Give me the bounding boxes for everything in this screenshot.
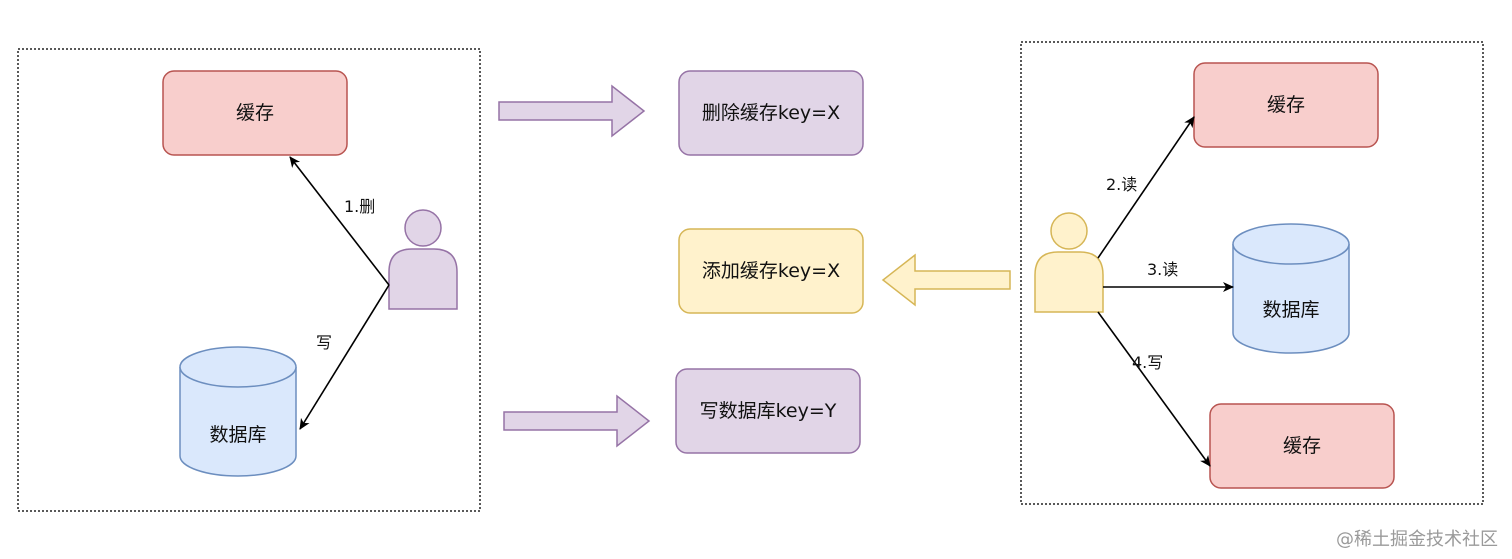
right-actor-icon [1034, 212, 1104, 313]
right-cache-top-box[interactable]: 缓存 [1193, 62, 1379, 148]
right-cache-top-label: 缓存 [1267, 94, 1305, 116]
right-flow-arrow-2 [503, 394, 651, 448]
left-edge-write-label: 写 [316, 333, 332, 352]
watermark: @稀土掘金技术社区 [1336, 529, 1498, 550]
step-delete-cache: 删除缓存key=X [498, 70, 864, 156]
right-panel: 缓存 数据库 缓存 2.读 3.读 4.写 [1020, 41, 1484, 505]
left-flow-arrow [881, 253, 1011, 307]
right-database[interactable]: 数据库 [1232, 223, 1350, 354]
right-cache-bottom-box[interactable]: 缓存 [1209, 403, 1395, 489]
right-arrow-read-cache [1097, 116, 1195, 259]
right-edge-write-cache-label: 4.写 [1132, 353, 1163, 372]
left-cache-label: 缓存 [236, 102, 274, 124]
right-edge-read-cache-label: 2.读 [1106, 175, 1137, 194]
right-cache-bottom-label: 缓存 [1283, 435, 1321, 457]
right-db-label: 数据库 [1262, 299, 1319, 321]
left-actor-icon [388, 209, 458, 310]
step-add-cache: 添加缓存key=X [678, 228, 1011, 314]
add-cache-box[interactable]: 添加缓存key=X [678, 228, 864, 314]
left-edge-delete-label: 1.删 [344, 197, 375, 216]
right-edge-read-db-label: 3.读 [1147, 260, 1178, 279]
left-arrow-delete [289, 156, 390, 286]
right-arrow-write-cache [1097, 311, 1211, 467]
step-write-db: 写数据库key=Y [503, 368, 861, 454]
left-panel: 缓存 数据库 1.删 写 [17, 48, 481, 512]
write-db-box[interactable]: 写数据库key=Y [675, 368, 861, 454]
right-flow-arrow-1 [498, 84, 646, 138]
left-database[interactable]: 数据库 [179, 346, 297, 477]
delete-cache-label: 删除缓存key=X [702, 102, 840, 124]
left-panel-border [17, 48, 481, 512]
left-db-label: 数据库 [209, 424, 266, 446]
write-db-label: 写数据库key=Y [700, 400, 837, 422]
delete-cache-box[interactable]: 删除缓存key=X [678, 70, 864, 156]
left-cache-box[interactable]: 缓存 [162, 70, 348, 156]
left-arrow-write [299, 284, 390, 430]
right-panel-border [1020, 41, 1484, 505]
add-cache-label: 添加缓存key=X [702, 260, 840, 282]
